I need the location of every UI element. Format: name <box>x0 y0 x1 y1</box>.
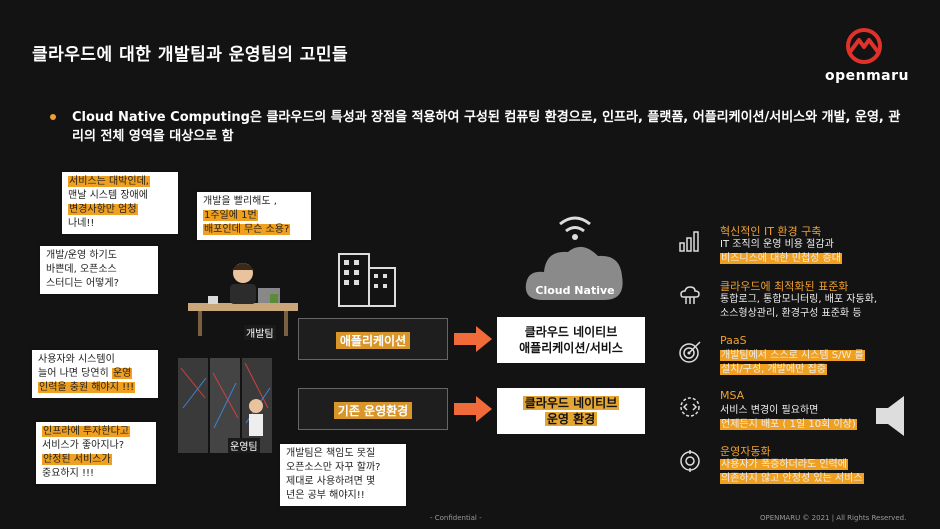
speech-bubble-3: 개발/운영 하기도 바쁜데, 오픈소스 스터디는 어떻게? <box>38 244 160 296</box>
application-box: 애플리케이션 <box>298 318 448 360</box>
cloud-native-cloud: Cloud Native <box>520 200 630 310</box>
server-rack-illustration <box>178 358 272 453</box>
bubble-line: 맨날 시스템 장애에 <box>68 190 148 201</box>
bubble-line: 변경사항만 엄청 <box>68 204 138 215</box>
slide-title: 클라우드에 대한 개발팀과 운영팀의 고민들 <box>32 45 349 65</box>
benefit-desc-line: 사용자가 폭증하더라도 인력에 <box>720 459 848 470</box>
footer-copyright: OPENMARU © 2021 | All Rights Reserved. <box>760 514 907 522</box>
cloud-network-icon <box>680 286 700 304</box>
arrow-right-icon <box>454 396 492 422</box>
benefit-desc-line: IT 조직의 운영 비용 절감과 <box>720 239 834 250</box>
bubble-line: 개발을 빨리해도 , <box>203 196 277 207</box>
brand-name: openmaru <box>824 68 909 84</box>
bubble-line: 사용자와 시스템이 <box>38 354 115 365</box>
openmaru-mountain-icon <box>846 28 882 64</box>
benefit-desc-line: 비즈니스에 대한 민첩성 증대 <box>720 253 842 264</box>
bubble-line: 인프라에 투자한다고 <box>42 426 130 437</box>
benefit-desc: 서비스 변경이 필요하면 언제든지 배포 ( 1일 10회 이상) <box>720 404 940 432</box>
benefit-title: 운영자동화 <box>720 445 771 458</box>
benefit-desc-line: 개발팀에서 스스로 시스템 S/W 를 <box>720 350 865 361</box>
application-label: 애플리케이션 <box>335 332 411 349</box>
benefit-desc-line: 서비스 변경이 필요하면 <box>720 405 819 416</box>
native-ops-line-2: 운영 환경 <box>544 412 598 426</box>
building-icon <box>338 253 396 307</box>
benefit-desc: 개발팀에서 스스로 시스템 S/W 를 설치/구성, 개발에만 집중 <box>720 349 940 377</box>
arrow-right-icon <box>454 326 492 352</box>
cloud-wifi-icon <box>525 216 623 300</box>
bubble-line: 바쁜데, 오픈소스 <box>46 264 117 275</box>
speech-bubble-6: 개발팀은 책임도 못질 오픈소스만 자꾸 할까? 제대로 사용하려면 몇 년은 … <box>278 442 408 508</box>
speech-bubble-1: 서비스는 대박인데, 맨날 시스템 장애에 변경사항만 엄청 나네!! <box>60 170 180 236</box>
legacy-ops-label: 기존 운영환경 <box>333 402 413 419</box>
bubble-line: 제대로 사용하려면 몇 <box>286 476 376 487</box>
bubble-line: 년은 공부 해야지!! <box>286 490 365 501</box>
ops-team-label: 운영팀 <box>228 438 260 453</box>
bubble-line: 나네!! <box>68 218 95 229</box>
native-app-line-2: 애플리케이션/서비스 <box>519 341 623 355</box>
benefit-desc: 사용자가 폭증하더라도 인력에 의존하지 않고 안정성 있는 서비스 <box>720 458 940 486</box>
native-ops-box: 클라우드 네이티브 운영 환경 <box>497 388 645 434</box>
bubble-line: 배포인데 무슨 소용? <box>203 224 291 235</box>
cloud-label: Cloud Native <box>535 284 615 297</box>
bar-chart-icon <box>679 231 699 252</box>
bubble-line: 스터디는 어떻게? <box>46 278 119 289</box>
bubble-line: 인력을 충원 해야지 !!! <box>38 382 136 393</box>
bubble-highlight: 운영 <box>111 368 133 379</box>
bubble-line: 개발/운영 하기도 <box>46 250 117 261</box>
target-icon <box>679 341 701 363</box>
gear-code-icon <box>680 397 700 417</box>
bubble-line: 서비스는 대박인데, <box>68 176 150 187</box>
bubble-line: 안정된 서비스가 <box>42 454 112 465</box>
bullet-marker <box>50 114 56 120</box>
footer-confidential: - Confidential - <box>430 514 482 522</box>
automation-icon <box>680 450 700 472</box>
benefit-desc-line: 소스형상관리, 환경구성 표준화 등 <box>720 308 862 319</box>
benefit-desc-line: 통합로그, 통합모니터링, 배포 자동화, <box>720 294 878 305</box>
benefit-title: 클라우드에 최적화된 표준화 <box>720 280 849 293</box>
speech-bubble-4: 사용자와 시스템이 늘어 나면 당연히 운영 인력을 충원 해야지 !!! <box>30 348 160 400</box>
bubble-line: 오픈소스만 자꾸 할까? <box>286 462 381 473</box>
benefit-desc-line: 언제든지 배포 ( 1일 10회 이상) <box>720 419 857 430</box>
native-app-box: 클라우드 네이티브 애플리케이션/서비스 <box>497 317 645 363</box>
benefit-desc-line: 의존하지 않고 안정성 있는 서비스 <box>720 473 864 484</box>
bubble-line: 1주일에 1번 <box>203 210 258 221</box>
speaker-icon[interactable] <box>874 394 914 438</box>
benefit-title: MSA <box>720 389 745 402</box>
developer-illustration <box>188 263 298 336</box>
benefit-title: PaaS <box>720 334 747 347</box>
legacy-ops-box: 기존 운영환경 <box>298 388 448 430</box>
speech-bubble-5: 인프라에 투자한다고 서비스가 좋아지나? 안정된 서비스가 중요하지 !!! <box>34 420 158 486</box>
bubble-line: 늘어 나면 당연히 <box>38 368 112 379</box>
native-app-line-1: 클라우드 네이티브 <box>524 325 618 339</box>
bubble-line: 개발팀은 책임도 못질 <box>286 448 376 459</box>
speech-bubble-2: 개발을 빨리해도 , 1주일에 1번 배포인데 무슨 소용? <box>195 190 313 242</box>
dev-team-label: 개발팀 <box>244 325 276 340</box>
benefit-desc: IT 조직의 운영 비용 절감과 비즈니스에 대한 민첩성 증대 <box>720 238 920 266</box>
benefit-desc-line: 설치/구성, 개발에만 집중 <box>720 364 827 375</box>
bubble-line: 서비스가 좋아지나? <box>42 440 125 451</box>
benefit-title: 혁신적인 IT 환경 구축 <box>720 225 822 238</box>
bubble-line: 중요하지 !!! <box>42 468 95 479</box>
bullet-text: Cloud Native Computing은 클라우드의 특성과 장점을 적용… <box>72 110 901 144</box>
native-ops-line-1: 클라우드 네이티브 <box>522 396 620 410</box>
brand-logo: openmaru <box>812 26 922 90</box>
benefit-desc: 통합로그, 통합모니터링, 배포 자동화, 소스형상관리, 환경구성 표준화 등 <box>720 293 940 321</box>
